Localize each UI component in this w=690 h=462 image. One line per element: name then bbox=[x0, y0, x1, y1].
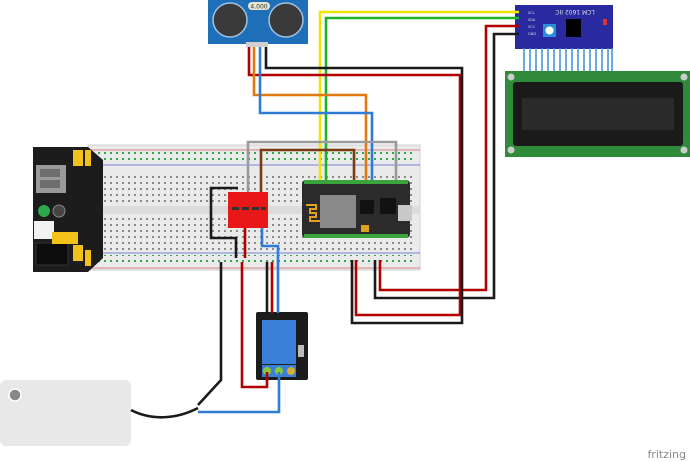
terminal-screw[interactable] bbox=[263, 367, 271, 375]
wire-lcd-vcc bbox=[378, 24, 519, 292]
wire-load-gnd bbox=[197, 262, 223, 406]
nodemcu-esp8266 bbox=[302, 180, 412, 238]
wire-sensor-gnd bbox=[264, 47, 464, 325]
jumper[interactable] bbox=[73, 150, 83, 166]
wire-sensor-vcc bbox=[247, 47, 462, 317]
breadboard-power-supply bbox=[33, 147, 103, 272]
wire-lcd-gnd bbox=[373, 32, 519, 300]
wire-gnd-loop bbox=[209, 186, 238, 258]
load-cable bbox=[130, 406, 199, 419]
wire-sensor-trig bbox=[252, 47, 368, 180]
wire-gray bbox=[246, 140, 398, 192]
power-led bbox=[38, 205, 50, 217]
wire-sda bbox=[324, 16, 519, 180]
i2c-lcd-adapter: LCM 1602 IIC SCL SDA VCC GND bbox=[515, 5, 613, 49]
wire-brown bbox=[259, 148, 356, 192]
terminal-screw[interactable] bbox=[275, 367, 283, 375]
wire-sensor-echo bbox=[258, 47, 374, 180]
wire-relay-no bbox=[198, 372, 281, 414]
terminal-screw[interactable] bbox=[287, 367, 295, 375]
i2c-module-label: LCM 1602 IIC bbox=[555, 8, 595, 15]
relay-module bbox=[256, 312, 308, 380]
pin-vcc-label: VCC bbox=[528, 25, 536, 29]
pin-gnd-label: GND bbox=[528, 32, 536, 36]
wires bbox=[130, 10, 519, 419]
device-indicator bbox=[8, 388, 22, 402]
wire-scl bbox=[318, 10, 519, 180]
logic-level-converter bbox=[228, 192, 268, 228]
wire-relay-com bbox=[240, 262, 269, 389]
power-button[interactable] bbox=[52, 204, 66, 218]
pin-sda-label: SDA bbox=[528, 18, 536, 22]
pin-scl-label: SCL bbox=[528, 11, 535, 15]
sensor-label: 4.000 bbox=[250, 4, 267, 11]
jumper[interactable] bbox=[73, 245, 83, 261]
fritzing-watermark: fritzing bbox=[647, 448, 686, 461]
lcd-1602-display bbox=[505, 71, 690, 157]
wire-relay-signal bbox=[260, 228, 280, 313]
load-device bbox=[0, 380, 131, 446]
ultrasonic-sensor: 4.000 bbox=[208, 0, 308, 47]
